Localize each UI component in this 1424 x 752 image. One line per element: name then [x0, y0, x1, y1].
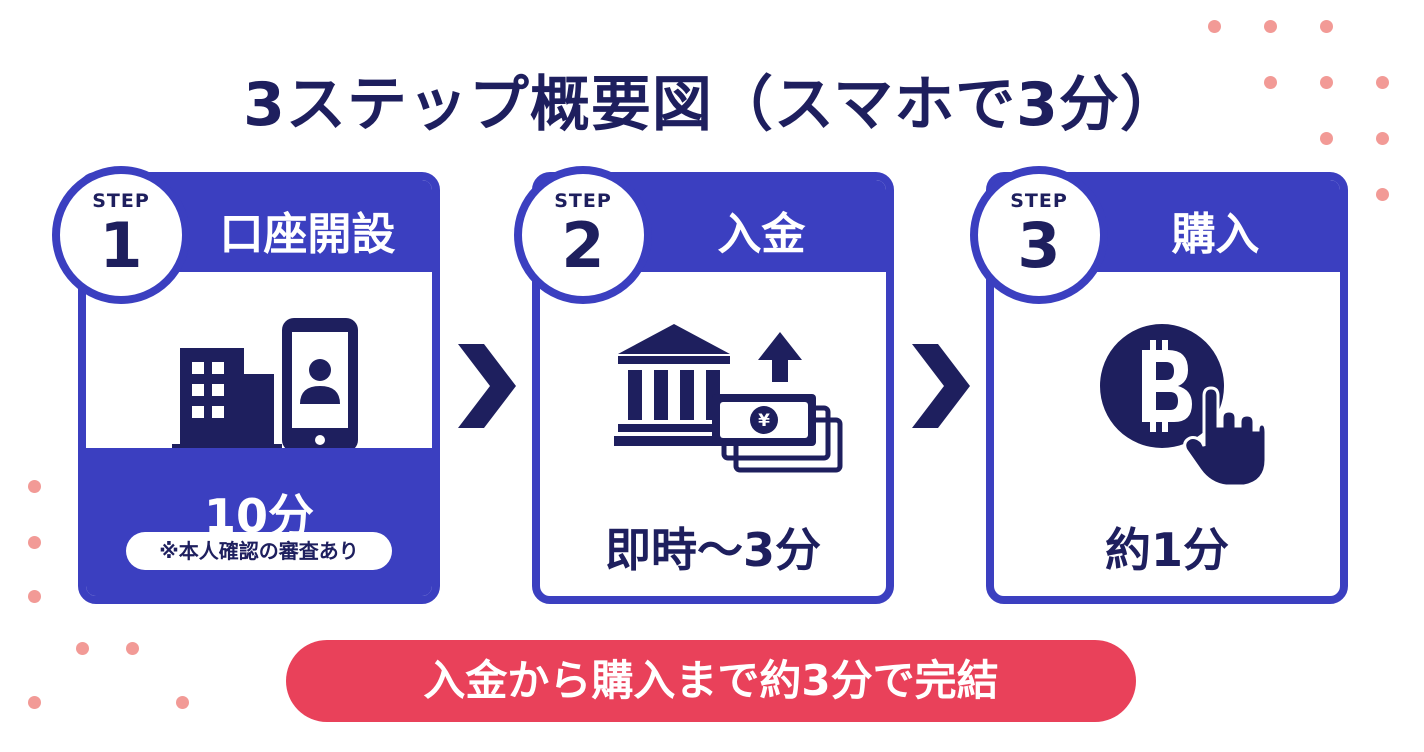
- step-label: STEP: [92, 190, 150, 212]
- chevron-right-icon: [912, 344, 970, 428]
- building-icon: [172, 348, 282, 450]
- step-time: 即時〜3分: [604, 523, 821, 577]
- step-label: STEP: [554, 190, 612, 212]
- page-title: 3ステップ概要図（スマホで3分）: [243, 70, 1181, 140]
- step-title: 購入: [1171, 209, 1260, 260]
- bitcoin-coin-icon: [1100, 324, 1224, 448]
- pointing-hand-icon: [1183, 386, 1268, 488]
- step-badge-2: STEP 2: [514, 166, 652, 304]
- step-title: 口座開設: [219, 209, 396, 260]
- step-number: 3: [1017, 209, 1061, 282]
- step-badge-3: STEP 3: [970, 166, 1108, 304]
- step-card-3: 購入 約1分: [986, 172, 1348, 604]
- summary-banner: 入金から購入まで約3分で完結: [286, 640, 1136, 722]
- building-phone-icon: [172, 318, 358, 452]
- bitcoin-tap-icon: [1100, 324, 1268, 488]
- review-note: ※本人確認の審査あり: [126, 532, 392, 570]
- step-card-footer: [86, 448, 432, 596]
- step-time: 約1分: [1104, 523, 1229, 577]
- svg-text:¥: ¥: [758, 411, 770, 431]
- step-number: 2: [561, 209, 605, 282]
- up-arrow-icon: [758, 332, 802, 382]
- step-title: 入金: [717, 209, 806, 260]
- step-badge-1: STEP 1: [52, 166, 190, 304]
- smartphone-user-icon: [282, 318, 358, 452]
- step-number: 1: [99, 209, 143, 282]
- chevron-right-icon: [458, 344, 516, 428]
- bank-deposit-icon: ¥: [614, 324, 843, 473]
- yen-banknotes-icon: ¥: [712, 394, 843, 473]
- step-label: STEP: [1010, 190, 1068, 212]
